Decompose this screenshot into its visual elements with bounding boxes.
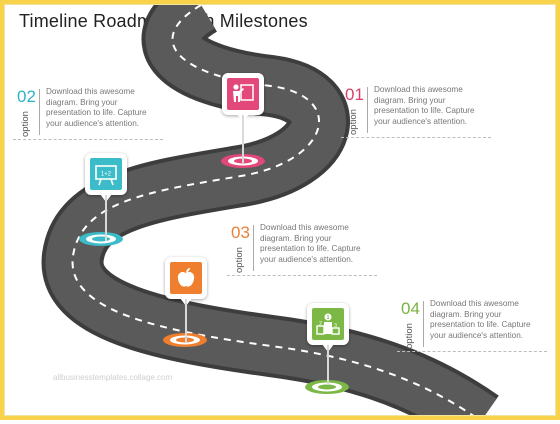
option-04-number: 04 [401, 299, 420, 318]
whiteboard-icon: 1+2 [95, 165, 117, 186]
slide: Timeline Roadmap With Milestones [4, 4, 556, 416]
option-04-label: option [404, 323, 415, 349]
apple-icon [177, 268, 195, 287]
pin-03-stem [185, 299, 187, 343]
pin-02-stem [105, 195, 107, 241]
pin-03-tile [170, 262, 202, 294]
option-04-divider [423, 301, 424, 347]
pin-04-tile: 1 2 3 [312, 308, 344, 340]
option-02-label: option [20, 111, 31, 137]
option-01-label: option [348, 109, 359, 135]
podium-first-number: 1 [327, 315, 330, 321]
option-03-number: 03 [231, 223, 250, 242]
option-02-divider [39, 89, 40, 135]
option-03-rule [227, 275, 377, 276]
pin-01-card [222, 73, 264, 115]
podium-icon: 1 2 3 [316, 313, 340, 335]
podium-second-number: 2 [319, 321, 322, 327]
option-02-text: Download this awesome diagram. Bring you… [46, 87, 147, 128]
pin-04-stem [327, 345, 329, 385]
option-04-rule [397, 351, 547, 352]
option-01-divider [367, 87, 368, 133]
option-03-text: Download this awesome diagram. Bring you… [260, 223, 361, 264]
pin-02-card: 1+2 [85, 153, 127, 195]
watermark: allbusinesstemplates.collage.com [53, 373, 173, 382]
pin-04-card: 1 2 3 [307, 303, 349, 345]
option-03-divider [253, 225, 254, 271]
option-02-number: 02 [17, 87, 36, 106]
road-centerline [71, 5, 474, 415]
option-01-rule [341, 137, 491, 138]
whiteboard-text: 1+2 [101, 172, 112, 178]
pin-03-card [165, 257, 207, 299]
podium-third-number: 3 [334, 323, 337, 329]
pin-01-stem [242, 115, 244, 163]
ground-ring-02 [79, 232, 123, 246]
pin-02-tile: 1+2 [90, 158, 122, 190]
pin-01-tile [227, 78, 259, 110]
road [41, 5, 499, 415]
option-01-number: 01 [345, 85, 364, 104]
ground-ring-04 [305, 380, 349, 394]
option-03-label: option [234, 247, 245, 273]
presenter-icon [233, 84, 254, 102]
option-02-rule [13, 139, 163, 140]
option-01-text: Download this awesome diagram. Bring you… [374, 85, 475, 126]
option-04-text: Download this awesome diagram. Bring you… [430, 299, 531, 340]
